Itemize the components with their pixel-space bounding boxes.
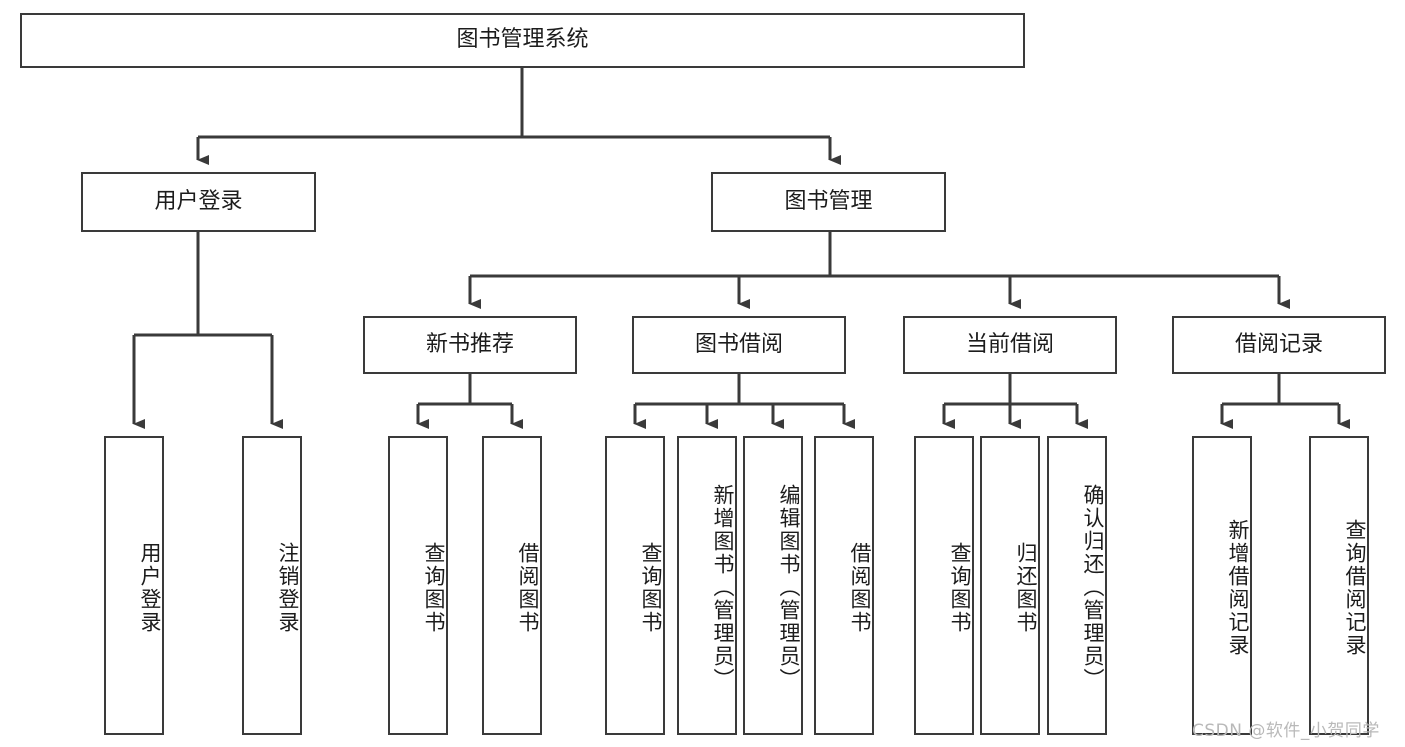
node-label: 图书管理 xyxy=(784,188,873,214)
node-label: 新增借阅记录 xyxy=(1226,518,1250,657)
leaf-borrow-borrow-book[interactable]: 借阅图书 xyxy=(814,436,874,735)
node-label: 归还图书 xyxy=(1014,541,1038,634)
leaf-user-login-logout[interactable]: 注销登录 xyxy=(242,436,302,735)
leaf-record-add-record[interactable]: 新增借阅记录 xyxy=(1192,436,1252,735)
node-label: 借阅记录 xyxy=(1234,331,1323,357)
node-new-book-recommend[interactable]: 新书推荐 xyxy=(363,316,577,374)
leaf-current-return-book[interactable]: 归还图书 xyxy=(980,436,1040,735)
leaf-recommend-borrow-book[interactable]: 借阅图书 xyxy=(482,436,542,735)
leaf-recommend-query-book[interactable]: 查询图书 xyxy=(388,436,448,735)
node-current-borrow[interactable]: 当前借阅 xyxy=(903,316,1117,374)
node-label: 用户登录 xyxy=(138,541,162,634)
node-label: 查询借阅记录 xyxy=(1343,518,1367,657)
leaf-borrow-add-book[interactable]: 新增图书（管理员） xyxy=(677,436,737,735)
node-label: 查询图书 xyxy=(639,541,663,634)
node-borrow-record[interactable]: 借阅记录 xyxy=(1172,316,1386,374)
node-book-management[interactable]: 图书管理 xyxy=(711,172,946,232)
watermark: CSDN @软件_小贺同学 xyxy=(1192,721,1380,741)
node-label: 查询图书 xyxy=(948,541,972,634)
node-user-login[interactable]: 用户登录 xyxy=(81,172,316,232)
leaf-record-query-record[interactable]: 查询借阅记录 xyxy=(1309,436,1369,735)
leaf-current-confirm-return[interactable]: 确认归还（管理员） xyxy=(1047,436,1107,735)
node-label: 图书管理系统 xyxy=(456,27,589,53)
node-label: 注销登录 xyxy=(276,541,300,634)
node-label: 新书推荐 xyxy=(425,331,514,357)
node-label: 借阅图书 xyxy=(516,541,540,634)
node-label: 用户登录 xyxy=(154,188,243,214)
node-label: 编辑图书（管理员） xyxy=(777,484,801,691)
node-label: 当前借阅 xyxy=(965,331,1054,357)
node-label: 确认归还（管理员） xyxy=(1081,484,1105,691)
node-label: 图书借阅 xyxy=(694,331,783,357)
node-label: 新增图书（管理员） xyxy=(711,484,735,691)
node-root-system[interactable]: 图书管理系统 xyxy=(20,13,1025,68)
node-label: 借阅图书 xyxy=(848,541,872,634)
node-book-borrow[interactable]: 图书借阅 xyxy=(632,316,846,374)
leaf-current-query-book[interactable]: 查询图书 xyxy=(914,436,974,735)
node-label: 查询图书 xyxy=(422,541,446,634)
leaf-borrow-query-book[interactable]: 查询图书 xyxy=(605,436,665,735)
leaf-borrow-edit-book[interactable]: 编辑图书（管理员） xyxy=(743,436,803,735)
leaf-user-login-login[interactable]: 用户登录 xyxy=(104,436,164,735)
